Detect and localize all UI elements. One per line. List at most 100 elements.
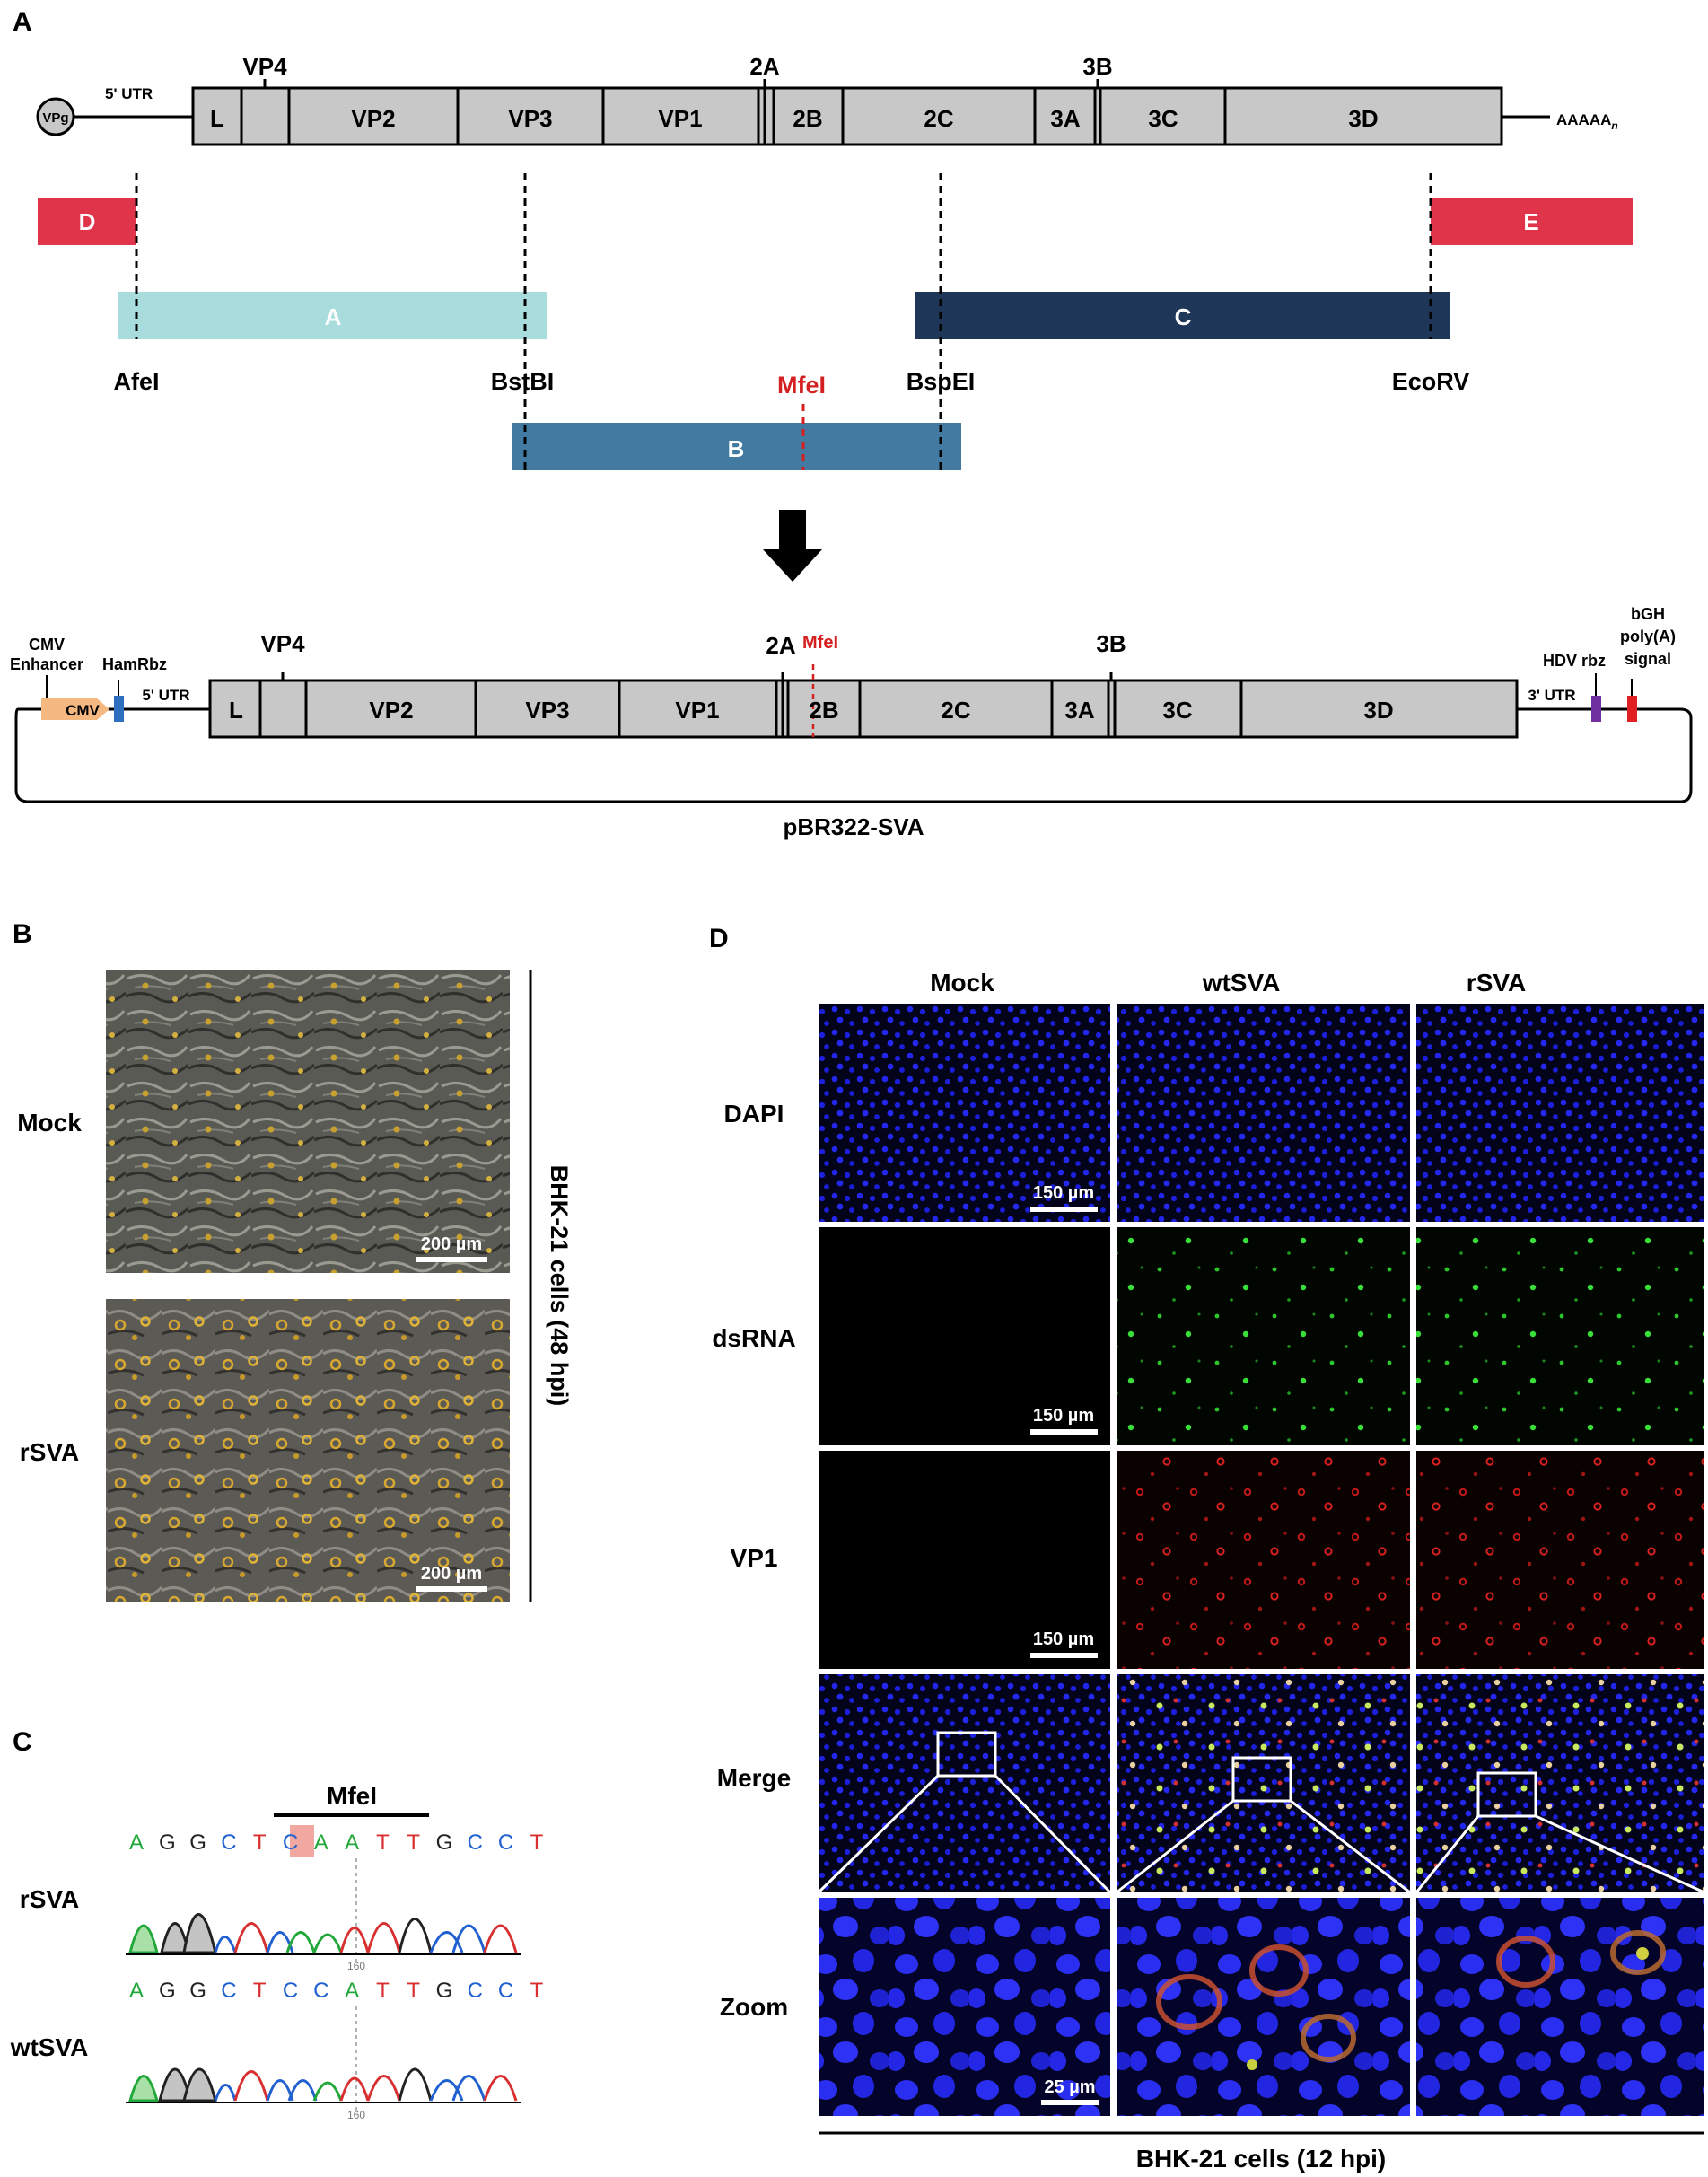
seq-rsva-base: A (314, 1830, 328, 1855)
plasmid-region-vp2: VP2 (369, 697, 413, 724)
merge-mock-image (819, 1674, 1110, 1892)
seq-rsva-base: C (283, 1830, 298, 1855)
plasmid-region-vp1: VP1 (675, 697, 719, 724)
dapi-rsva-image (1416, 1004, 1704, 1222)
vp1-scale-label: 150 µm (1033, 1629, 1094, 1649)
zoom-line-mock-left (817, 1774, 940, 1894)
wtsva-chromatogram (126, 2067, 521, 2103)
plasmid-backbone (14, 707, 1693, 803)
plasmid-mfei-label: MfeI (802, 633, 838, 653)
seq-wtsva-base: C (221, 1979, 236, 2003)
bgh-label-line2: poly(A) (1620, 628, 1676, 645)
seq-wtsva-base: C (468, 1979, 483, 2003)
zoom-wtsva-infected-cells (1156, 1944, 1356, 2070)
cmv-label: CMV (66, 702, 100, 719)
seq-wtsva-base: G (159, 1979, 176, 2003)
micrograph-mock (106, 970, 510, 1273)
genome-region-3c: 3C (1148, 105, 1178, 132)
dsrna-scale-label: 150 µm (1033, 1406, 1094, 1426)
genome-region-vp2: VP2 (351, 105, 395, 132)
dapi-scale-bar (1030, 1207, 1098, 1212)
plasmid-name: pBR322-SVA (783, 813, 924, 840)
zoom-line-wtsva-left (1116, 1799, 1234, 1894)
bstbi-label: BstBI (491, 368, 555, 395)
seq-rsva-base: G (159, 1830, 176, 1855)
panel-d-row-vp1: VP1 (731, 1544, 778, 1572)
merge-mock-zoom-box (936, 1731, 997, 1778)
seq-rsva-base: A (129, 1830, 144, 1855)
zoom-scale-bar (1041, 2100, 1099, 2105)
genome-region-3d: 3D (1348, 105, 1378, 132)
plasmid-polyprotein (208, 679, 1519, 739)
hamrbz-label: HamRbz (102, 655, 167, 673)
zoom-line-wtsva-right (1290, 1799, 1411, 1894)
panel-b-label: B (13, 919, 32, 949)
plasmid-region-3d: 3D (1363, 697, 1393, 724)
fragment-b-label: B (728, 435, 745, 462)
plasmid-3b-label: 3B (1096, 630, 1126, 657)
panel-b-scale-mock-bar (416, 1257, 487, 1262)
merge-rsva-overlay (1416, 1674, 1704, 1892)
seq-rsva-base: T (407, 1830, 420, 1855)
seq-rsva-base: C (498, 1830, 513, 1855)
bgh-label-line1: bGH (1631, 605, 1665, 623)
wtsva-position: 160 (347, 2109, 365, 2121)
dsrna-mock-image (819, 1227, 1110, 1445)
polya-label: AAAAAn (1556, 111, 1618, 132)
panel-c-site-label: MfeI (327, 1782, 377, 1810)
seq-rsva-base: A (345, 1830, 359, 1855)
hamrbz-block (114, 696, 124, 722)
merge-rsva-zoom-box (1476, 1771, 1537, 1818)
dsrna-rsva-image (1416, 1227, 1704, 1445)
seq-rsva-base: C (221, 1830, 236, 1855)
vp1-rsva-image (1416, 1451, 1704, 1669)
zoom-mock-image (819, 1898, 1110, 2116)
seq-rsva-base: T (530, 1830, 544, 1855)
vp1-scale-bar (1030, 1653, 1098, 1658)
plasmid-region-2b: 2B (809, 697, 838, 724)
dapi-scale-label: 150 µm (1033, 1183, 1094, 1203)
seq-wtsva-base: T (407, 1979, 420, 2003)
seq-rsva-base: T (253, 1830, 267, 1855)
ecorv-label: EcoRV (1392, 368, 1470, 395)
panel-c-label: C (13, 1727, 32, 1757)
panel-c-wtsva-label: wtSVA (10, 2033, 89, 2061)
panel-c-highlight (290, 1825, 314, 1857)
bgh-label-line3: signal (1625, 650, 1671, 668)
genome-region-2c: 2C (924, 105, 953, 132)
vp1-mock-image (819, 1451, 1110, 1669)
fragment-e (1431, 198, 1633, 245)
rsva-position: 160 (347, 1960, 365, 1972)
bgh-polya-block (1627, 696, 1637, 722)
seq-wtsva-base: G (436, 1979, 453, 2003)
micrograph-rsva (106, 1299, 510, 1602)
plasmid-2a-label: 2A (766, 632, 795, 659)
panel-d-row-dapi: DAPI (724, 1100, 784, 1128)
genome-region-vp1: VP1 (658, 105, 702, 132)
plasmid-utr3-label: 3' UTR (1528, 687, 1575, 704)
zoom-line-mock-right (994, 1774, 1112, 1894)
down-arrow-icon (763, 510, 822, 582)
cmv-enhancer-line1: CMV (29, 636, 65, 654)
seq-rsva-base: G (436, 1830, 453, 1855)
genome-region-l: L (210, 105, 224, 132)
fragment-c-label: C (1175, 303, 1192, 330)
zoom-line-rsva-right (1535, 1814, 1705, 1894)
vp1-wtsva-image (1117, 1451, 1410, 1669)
seq-wtsva-base: T (530, 1979, 544, 2003)
panel-c-rsva-label: rSVA (20, 1885, 79, 1913)
zoom-scale-label: 25 µm (1044, 2077, 1095, 2097)
seq-wtsva-base: A (345, 1979, 359, 2003)
panel-b-scale-rsva-label: 200 µm (421, 1564, 482, 1584)
vpg-label: VPg (42, 110, 68, 126)
hdv-rbz-block (1591, 696, 1601, 722)
3b-label: 3B (1082, 53, 1112, 80)
plasmid-region-l: L (229, 697, 243, 724)
fragment-a-label: A (325, 303, 342, 330)
genome-region-2b: 2B (793, 105, 822, 132)
fragment-c (915, 292, 1450, 339)
panel-b-side-label: BHK-21 cells (48 hpi) (546, 1165, 573, 1407)
genome-region-vp3: VP3 (508, 105, 552, 132)
